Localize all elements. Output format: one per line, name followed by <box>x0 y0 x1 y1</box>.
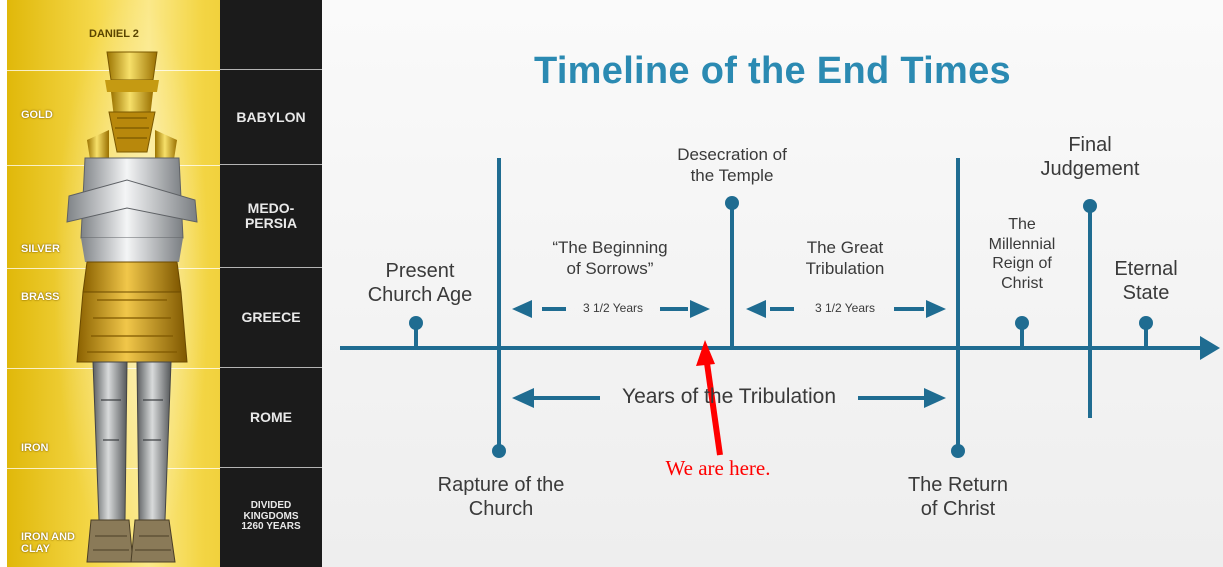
kingdom-column: BABYLON MEDO- PERSIA GREECE ROME DIVIDED… <box>220 0 322 567</box>
metal-label-gold: GOLD <box>21 109 53 121</box>
desecration-dot <box>725 196 739 210</box>
timeline-panel: Timeline of the End Times <box>322 0 1223 567</box>
label-return-of-christ: The Return of Christ <box>907 474 1009 521</box>
metal-label-iron-and-clay: IRON AND CLAY <box>21 531 75 556</box>
label-present-church-age: Present Church Age <box>367 260 473 307</box>
label-final-judgement: Final Judgement <box>1040 134 1140 181</box>
label-rapture: Rapture of the Church <box>437 474 565 521</box>
return-dot <box>951 444 965 458</box>
label-millennial-reign: The Millennial Reign of Christ <box>988 216 1056 292</box>
kingdom-header <box>220 0 322 70</box>
rapture-dot <box>492 444 506 458</box>
millennial-dot <box>1015 316 1029 330</box>
metal-label-silver: SILVER <box>21 243 60 255</box>
here-arrow-head <box>696 340 715 366</box>
metal-label-brass: BRASS <box>21 291 60 303</box>
we-are-here-label: We are here. <box>665 456 771 480</box>
kingdom-rome: ROME <box>220 368 322 468</box>
statue-image <box>54 0 210 565</box>
statue-caption: DANIEL 2 <box>89 28 139 40</box>
label-years-of-tribulation: Years of the Tribulation <box>621 385 837 408</box>
label-great-tribulation: The Great Tribulation <box>805 238 885 278</box>
statue-panel: DANIEL 2 GOLD SILVER BRASS IRON IRON AND… <box>7 0 322 567</box>
kingdom-greece: GREECE <box>220 268 322 368</box>
page-title: Timeline of the End Times <box>534 50 1011 92</box>
metal-label-iron: IRON <box>21 442 49 454</box>
eternal-dot <box>1139 316 1153 330</box>
kingdom-medo-persia: MEDO- PERSIA <box>220 165 322 268</box>
label-beginning-of-sorrows: “The Beginning of Sorrows” <box>552 238 668 278</box>
kingdom-babylon: BABYLON <box>220 70 322 165</box>
present-dot <box>409 316 423 330</box>
axis-arrowhead <box>1200 336 1220 360</box>
span-label-first: 3 1/2 Years <box>582 301 644 315</box>
label-eternal-state: Eternal State <box>1114 258 1178 305</box>
timeline-diagram <box>340 158 1220 458</box>
here-arrow-shaft <box>703 355 723 456</box>
span-label-second: 3 1/2 Years <box>814 301 876 315</box>
judgement-dot <box>1083 199 1097 213</box>
kingdom-divided: DIVIDED KINGDOMS 1260 YEARS <box>241 500 301 533</box>
label-desecration: Desecration of the Temple <box>677 145 787 185</box>
